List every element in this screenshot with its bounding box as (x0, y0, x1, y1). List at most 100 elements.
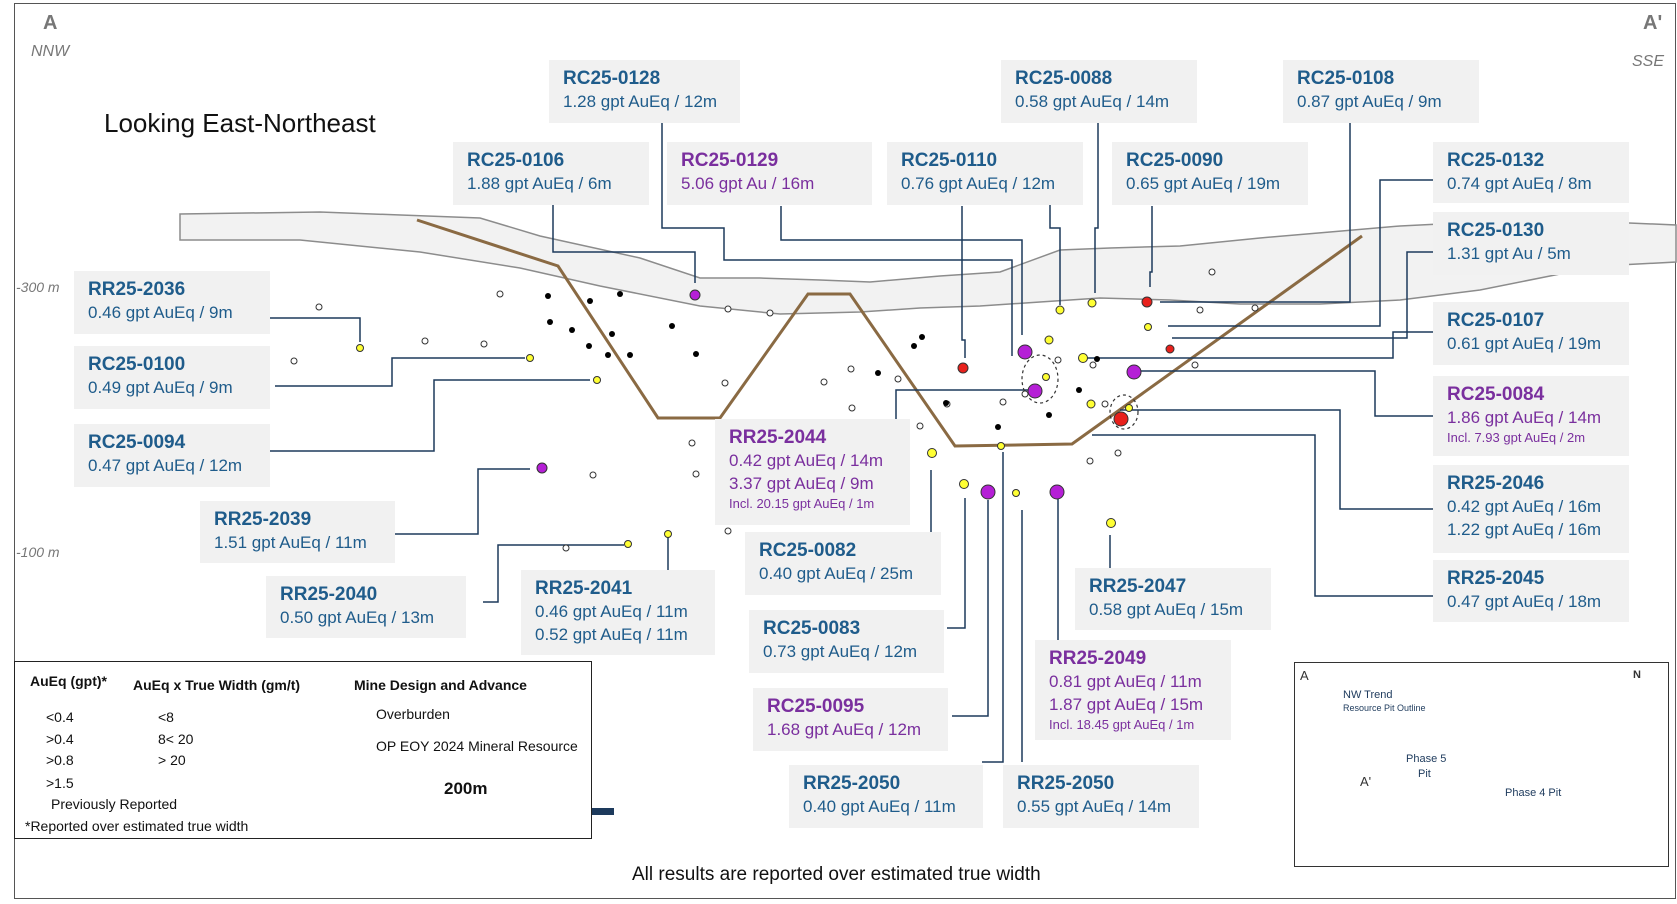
leader-line (1092, 434, 1433, 597)
intercept-value: 5.06 gpt Au / 16m (681, 174, 815, 193)
inset-trend-sublabel: Resource Pit Outline (1343, 703, 1426, 713)
previously-reported-point (545, 293, 551, 299)
legend: AuEq (gpt)* <0.4 >0.4 >0.8 >1.5 Previous… (14, 661, 592, 839)
leader-line (380, 468, 530, 535)
legend-overburden-label: Overburden (376, 706, 450, 722)
drill-intercept-point (997, 442, 1005, 450)
legend-grade-prev: Previously Reported (51, 796, 178, 812)
drill-intercept-point (1141, 296, 1153, 308)
intercept-value: 1.51 gpt AuEq / 11m (214, 533, 367, 552)
intercept-value: 0.49 gpt AuEq / 9m (88, 378, 233, 397)
drill-intercept-point (820, 378, 828, 386)
leader-line (1049, 204, 1061, 305)
drill-hole-id: RC25-0090 (1126, 150, 1224, 171)
intercept-value: 0.52 gpt AuEq / 11m (535, 625, 688, 644)
intercept-value: 0.47 gpt AuEq / 18m (1447, 592, 1602, 611)
drill-intercept-point (721, 379, 729, 387)
view-title: Looking East-Northeast (104, 108, 376, 138)
drill-intercept-point (1086, 399, 1096, 409)
intercept-value: 0.65 gpt AuEq / 19m (1126, 174, 1281, 193)
intercept-value: 0.73 gpt AuEq / 12m (763, 642, 918, 661)
drill-hole-label: RR25-2050 0.55 gpt AuEq / 14m (1003, 765, 1199, 828)
leader-line (1135, 370, 1433, 417)
previously-reported-point (587, 298, 593, 304)
drill-intercept-point (562, 544, 570, 552)
figure-frame (14, 3, 1676, 899)
drill-intercept-point (1087, 298, 1097, 308)
leader-line (947, 498, 966, 629)
intercept-value: 0.58 gpt AuEq / 15m (1089, 600, 1244, 619)
intercept-value: 0.61 gpt AuEq / 19m (1447, 334, 1602, 353)
previously-reported-point (617, 291, 623, 297)
drill-intercept-point (847, 365, 855, 373)
legend-mine-header: Mine Design and Advance (354, 677, 527, 693)
intercept-value: 0.81 gpt AuEq / 11m (1049, 672, 1202, 691)
drill-intercept-point (1125, 404, 1133, 412)
highlight-ellipse (1021, 354, 1059, 404)
drill-hole-id: RC25-0130 (1447, 220, 1545, 241)
drill-hole-id: RR25-2050 (1017, 773, 1115, 794)
intercept-value: 0.76 gpt AuEq / 12m (901, 174, 1056, 193)
intercept-included: Incl. 7.93 gpt AuEq / 2m (1447, 430, 1586, 445)
intercept-value: 0.40 gpt AuEq / 25m (759, 564, 914, 583)
drill-hole-label: RC25-0110 0.76 gpt AuEq / 12m (887, 142, 1083, 205)
drill-intercept-point (1049, 484, 1065, 500)
scale-bar-label: 200m (444, 779, 488, 798)
drill-intercept-point (536, 462, 548, 474)
drill-intercept-point (1017, 344, 1033, 360)
drill-intercept-point (1165, 344, 1175, 354)
drill-hole-id: RC25-0110 (901, 150, 998, 171)
drill-intercept-point (421, 337, 429, 345)
intercept-value: 1.28 gpt AuEq / 12m (563, 92, 718, 111)
legend-gt-large: > 20 (158, 752, 186, 768)
drill-intercept-point (1208, 268, 1216, 276)
previously-reported-point (609, 331, 615, 337)
drill-hole-label: RC25-0107 0.61 gpt AuEq / 19m (1433, 302, 1629, 365)
drill-intercept-point (1078, 353, 1088, 363)
drill-intercept-point (1196, 306, 1204, 314)
drill-intercept-point (999, 398, 1007, 406)
drill-hole-id: RR25-2049 (1049, 648, 1147, 669)
drill-intercept-point (1126, 364, 1142, 380)
drill-hole-id: RC25-0106 (467, 150, 565, 171)
drill-intercept-point (664, 530, 672, 538)
drill-hole-label: RC25-0090 0.65 gpt AuEq / 19m (1112, 142, 1308, 205)
drill-intercept-point (1012, 489, 1020, 497)
intercept-value: 0.47 gpt AuEq / 12m (88, 456, 243, 475)
previously-reported-point (569, 327, 575, 333)
drill-intercept-point (724, 527, 732, 535)
drill-intercept-point (1086, 457, 1094, 465)
intercept-value: 0.55 gpt AuEq / 14m (1017, 797, 1172, 816)
inset-phase5-sublabel: Pit (1418, 768, 1431, 780)
legend-grade-mid: >0.4 (46, 731, 74, 747)
previously-reported-point (995, 424, 1001, 430)
drill-intercept-point (848, 404, 856, 412)
drill-hole-id: RR25-2039 (214, 509, 312, 530)
drill-intercept-point (526, 354, 534, 362)
previously-reported-point (627, 352, 633, 358)
drill-intercept-point (1191, 361, 1199, 369)
drill-hole-id: RC25-0128 (563, 68, 661, 89)
previously-reported-point (605, 352, 611, 358)
intercept-value: 0.46 gpt AuEq / 11m (535, 602, 688, 621)
drill-intercept-point (356, 344, 364, 352)
footer-note: All results are reported over estimated … (632, 864, 1041, 885)
drill-hole-id: RC25-0107 (1447, 310, 1545, 331)
previously-reported-point (1076, 387, 1082, 393)
elevation-label-100: -100 m (16, 544, 60, 560)
intercept-value: 0.87 gpt AuEq / 9m (1297, 92, 1442, 111)
inset-phase5-label: Phase 5 (1406, 753, 1447, 765)
